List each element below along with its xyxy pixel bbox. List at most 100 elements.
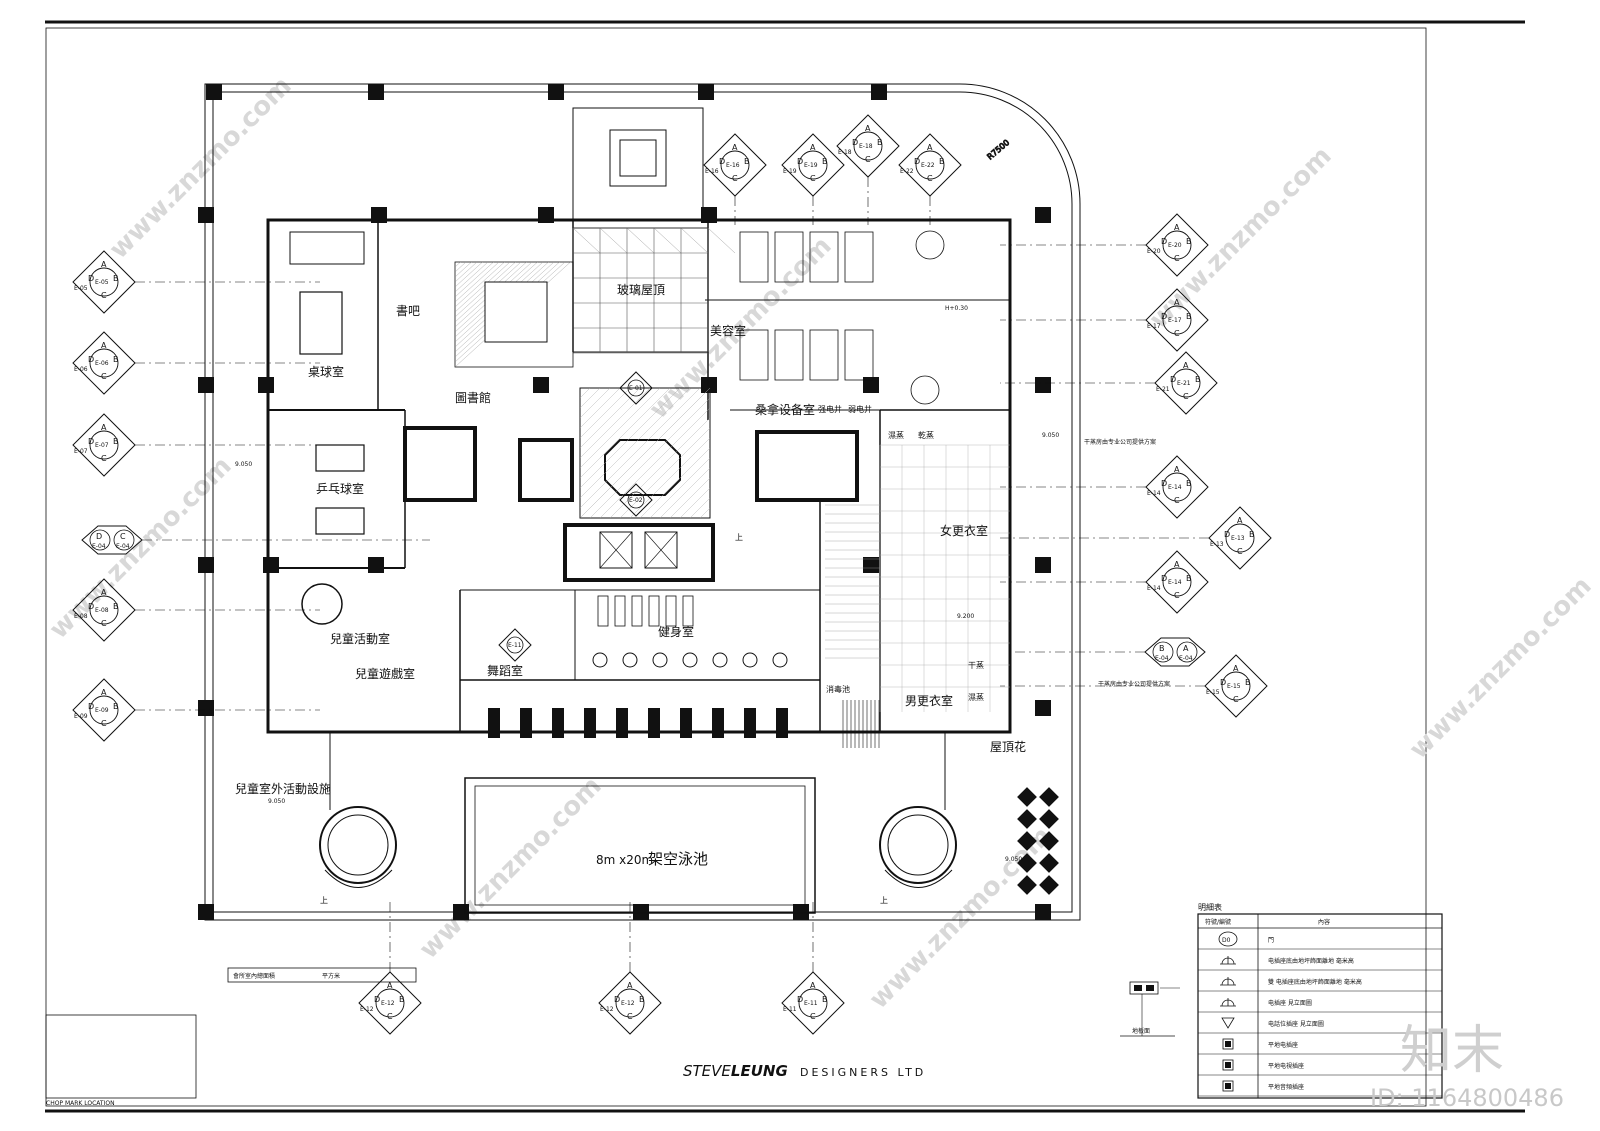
column — [863, 377, 879, 393]
pair-circle — [1176, 641, 1198, 663]
level-mark: H+0.30 — [945, 305, 968, 312]
marker-diamond — [1145, 213, 1209, 277]
marker-letter: A — [101, 260, 107, 269]
marker-id: E-19 — [783, 168, 797, 175]
atrium-hatch — [579, 387, 701, 509]
marker-id: E-12 — [621, 1000, 635, 1007]
marker-letter: D — [88, 355, 94, 364]
marker-letter: B — [822, 995, 828, 1004]
marker-diamond — [1208, 506, 1272, 570]
atrium-hatch — [589, 397, 711, 519]
sunbed — [648, 708, 660, 738]
elevator — [599, 531, 633, 569]
pair-id: E-04 — [1155, 655, 1169, 662]
marker-letter: B — [113, 437, 119, 446]
room-strong-electric: 强电井 — [818, 404, 842, 414]
sunbed — [712, 708, 724, 738]
legend-row-text: 电話位插座 見立面圖 — [1268, 1020, 1324, 1028]
marker-id: E-01 — [629, 385, 643, 392]
atrium-hatch — [649, 457, 711, 519]
column — [263, 557, 279, 573]
treatment-bed — [739, 231, 769, 283]
marker-letter: C — [732, 174, 738, 183]
marker-letter: B — [113, 702, 119, 711]
carpet-hatch — [454, 261, 483, 288]
atrium-hatch — [579, 387, 621, 429]
treadmill — [665, 595, 677, 627]
column — [633, 904, 649, 920]
floor-socket-fill — [1225, 1083, 1231, 1089]
marker-id: E-13 — [1210, 541, 1224, 548]
carpet-hatch — [454, 261, 511, 313]
marker-letter: C — [101, 454, 107, 463]
marker-letter: C — [927, 174, 933, 183]
treadmill — [614, 595, 626, 627]
pair-letter: C — [120, 532, 126, 541]
column — [1035, 557, 1051, 573]
atrium-hatch — [619, 427, 711, 519]
atrium-hatch — [579, 387, 601, 409]
treatment-bed — [774, 231, 804, 283]
marker-id: E-22 — [921, 162, 935, 169]
glass-diagonal — [572, 227, 601, 254]
treatment-bed — [844, 329, 874, 381]
marker-id: E-02 — [629, 497, 643, 504]
gym-bike — [622, 652, 638, 668]
atrium-hatch — [669, 477, 711, 519]
planter — [1017, 875, 1037, 895]
marker-letter: C — [1174, 591, 1180, 600]
level-mark: 9.050 — [1005, 856, 1022, 863]
brand-id: ID: 1164800486 — [1370, 1084, 1564, 1112]
marker-letter: C — [1233, 695, 1239, 704]
sunbed — [520, 708, 532, 738]
legend-row-text: 平地电視插座 — [1268, 1062, 1304, 1070]
marker-letter: D — [88, 274, 94, 283]
marker-circle — [1162, 567, 1192, 597]
room-wet-steam-2: 濕蒸 — [968, 692, 984, 702]
marker-letter: D — [719, 157, 725, 166]
marker-id: E-13 — [1231, 535, 1245, 542]
room-dry-steam: 乾蒸 — [918, 430, 934, 440]
up-label: 上 — [735, 533, 743, 542]
planter — [1017, 853, 1037, 873]
watermark-site: www.znzmo.com — [1404, 571, 1598, 765]
marker-id: E-16 — [705, 168, 719, 175]
atrium-hatch — [579, 387, 681, 489]
column — [198, 700, 214, 716]
marker-letter: D — [1220, 678, 1226, 687]
atrium-hatch — [579, 387, 611, 419]
marker-diamond — [72, 578, 136, 642]
marker-letter: D — [1161, 574, 1167, 583]
marker-diamond — [781, 971, 845, 1035]
watermark-site: www.znzmo.com — [44, 451, 238, 645]
sunbed — [616, 708, 628, 738]
atrium-hatch — [699, 507, 711, 519]
atrium-hatch — [579, 387, 651, 459]
gym-bike — [742, 652, 758, 668]
floor-socket-symbol — [1222, 1080, 1234, 1092]
socket-symbol — [1220, 956, 1236, 965]
marker-circle — [375, 988, 405, 1018]
floor-socket-symbol — [1222, 1059, 1234, 1071]
marker-circle — [627, 491, 645, 509]
carpet-hatch — [454, 261, 467, 273]
pool-label: 架空泳池 — [648, 850, 708, 868]
marker-id: E-20 — [1168, 242, 1182, 249]
room-billiards: 桌球室 — [308, 364, 344, 379]
marker-circle — [1225, 523, 1255, 553]
marker-id: E-22 — [900, 168, 914, 175]
atrium-hatch — [679, 487, 711, 519]
level-mark: 9.050 — [1042, 432, 1059, 439]
legend-row-text: 門 — [1268, 937, 1274, 944]
marker-letter: B — [113, 274, 119, 283]
marker-letter: B — [399, 995, 405, 1004]
marker-letter: B — [113, 355, 119, 364]
gym-bike — [652, 652, 668, 668]
marker-id: E-14 — [1168, 484, 1182, 491]
area-label: 會所室內總面積 — [233, 972, 275, 980]
